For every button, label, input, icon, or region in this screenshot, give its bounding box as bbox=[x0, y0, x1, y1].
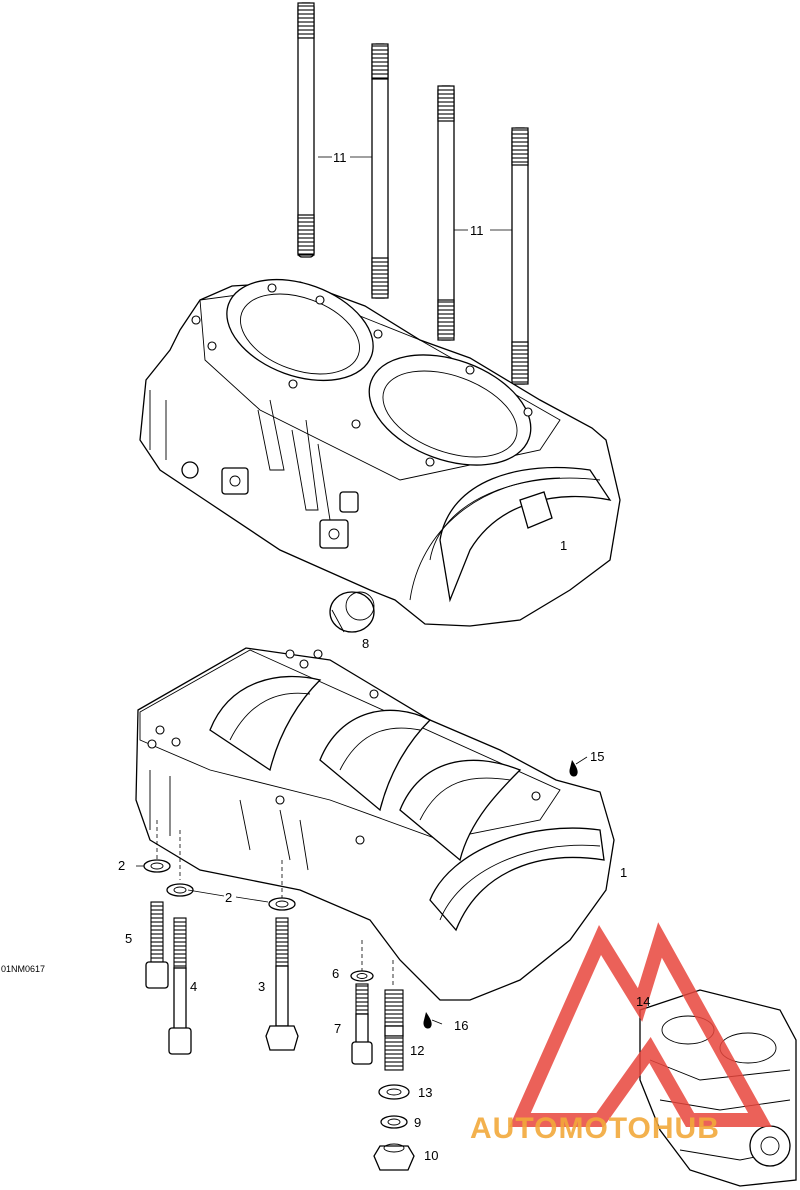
cylinder-bore-left bbox=[226, 278, 374, 382]
stud-1 bbox=[297, 2, 315, 258]
callout-8: 8 bbox=[362, 636, 369, 651]
bolt-5 bbox=[145, 901, 169, 989]
callout-11-left: 11 bbox=[333, 150, 347, 165]
callout-5: 5 bbox=[125, 931, 132, 946]
callout-2-left: 2 bbox=[118, 858, 125, 873]
crankshaft-seal bbox=[329, 591, 375, 633]
callout-1-top: 1 bbox=[560, 538, 567, 553]
callout-12: 12 bbox=[410, 1043, 424, 1058]
flat-washer-13 bbox=[378, 1084, 410, 1100]
automotohub-watermark: AUTOMOTOHUB bbox=[470, 922, 772, 1145]
lower-crankcase-half bbox=[135, 647, 615, 1001]
stud-2 bbox=[371, 43, 389, 299]
callout-14: 14 bbox=[636, 994, 650, 1009]
engine-assembly-thumbnail bbox=[639, 989, 797, 1187]
callout-9: 9 bbox=[414, 1115, 421, 1130]
bearing-saddles-lower bbox=[209, 675, 605, 932]
callout-4: 4 bbox=[190, 979, 197, 994]
callout-3: 3 bbox=[258, 979, 265, 994]
callout-6: 6 bbox=[332, 966, 339, 981]
stud-3 bbox=[437, 85, 455, 341]
sealant-drop-15 bbox=[569, 760, 578, 777]
callout-13: 13 bbox=[418, 1085, 432, 1100]
lock-washer-left bbox=[143, 859, 171, 873]
callout-2-mid: 2 bbox=[225, 890, 232, 905]
bearing-saddle-upper bbox=[409, 466, 612, 603]
assembly-lines bbox=[156, 820, 394, 988]
stud-12 bbox=[384, 989, 404, 1071]
flange-bolt-holes bbox=[147, 649, 541, 845]
callout-16: 16 bbox=[454, 1018, 468, 1033]
drawing-reference: 01NM0617 bbox=[1, 964, 45, 974]
bolt-4 bbox=[168, 917, 192, 1055]
lock-washer-left-2 bbox=[166, 883, 194, 897]
stud-4 bbox=[511, 127, 529, 385]
callout-1-bottom: 1 bbox=[620, 865, 627, 880]
cylinder-studs bbox=[297, 2, 529, 385]
cylinder-bore-right bbox=[368, 354, 532, 466]
bolt-3 bbox=[265, 917, 299, 1051]
callout-11-right: 11 bbox=[470, 223, 484, 238]
leader-lines bbox=[136, 156, 588, 1025]
callout-10: 10 bbox=[424, 1148, 438, 1163]
lock-washer-9 bbox=[380, 1115, 408, 1129]
bolt-7 bbox=[351, 983, 373, 1065]
callout-7: 7 bbox=[334, 1021, 341, 1036]
stud-holes bbox=[191, 283, 533, 467]
callout-15: 15 bbox=[590, 749, 604, 764]
nut-10 bbox=[373, 1143, 415, 1171]
watermark-text: AUTOMOTOHUB bbox=[470, 1112, 720, 1145]
lock-washer-mid bbox=[268, 897, 296, 911]
washer-6 bbox=[350, 970, 374, 982]
callout-labels: 11 11 1 8 15 1 2 2 5 4 3 6 14 16 7 12 13… bbox=[1, 150, 650, 1163]
upper-crankcase-half bbox=[139, 278, 621, 627]
sealant-drop-16 bbox=[423, 1012, 432, 1029]
